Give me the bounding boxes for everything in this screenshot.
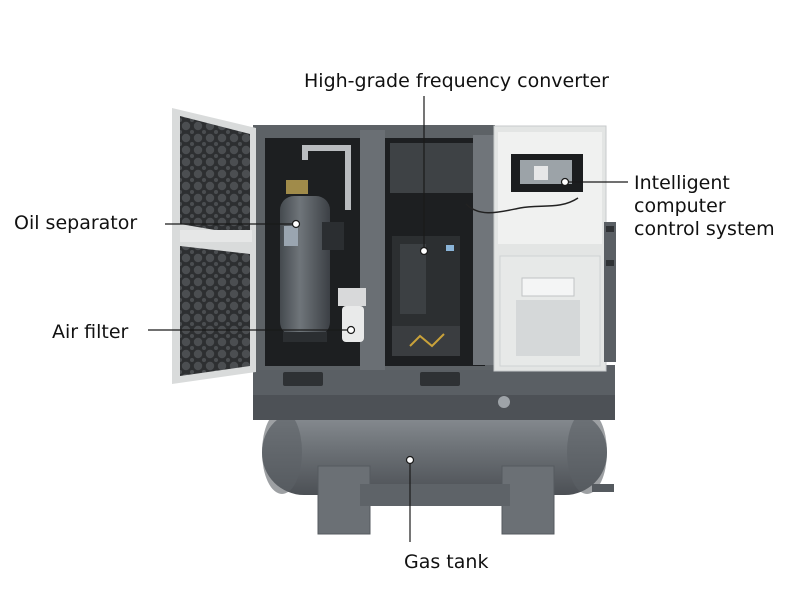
- cabinet-plinth: [253, 365, 615, 420]
- leader-dot-gas-tank: [405, 455, 415, 465]
- forklift-base: [317, 465, 555, 535]
- label-frequency-converter: High-grade frequency converter: [304, 70, 609, 92]
- leader-dot-air-filter: [346, 325, 356, 335]
- oil-separator-unit: [280, 145, 351, 342]
- label-control-system-line-1: Intelligent: [634, 172, 730, 194]
- label-control-system: Intelligent computer control system: [634, 172, 775, 241]
- label-gas-tank: Gas tank: [404, 551, 489, 573]
- frequency-converter-unit: [392, 236, 460, 356]
- leader-dot-frequency-converter: [419, 246, 429, 256]
- air-filter-unit: [338, 288, 366, 342]
- gas-tank: [262, 410, 614, 495]
- leader-lines: [148, 96, 628, 542]
- label-air-filter: Air filter: [52, 321, 129, 343]
- label-control-system-line-2: computer: [634, 195, 726, 217]
- left-door: [172, 108, 256, 384]
- label-oil-separator: Oil separator: [14, 212, 138, 234]
- control-door: [465, 125, 616, 372]
- leader-dot-control-system: [560, 177, 570, 187]
- leader-dot-oil-separator: [291, 219, 301, 229]
- label-control-system-line-3: control system: [634, 218, 775, 240]
